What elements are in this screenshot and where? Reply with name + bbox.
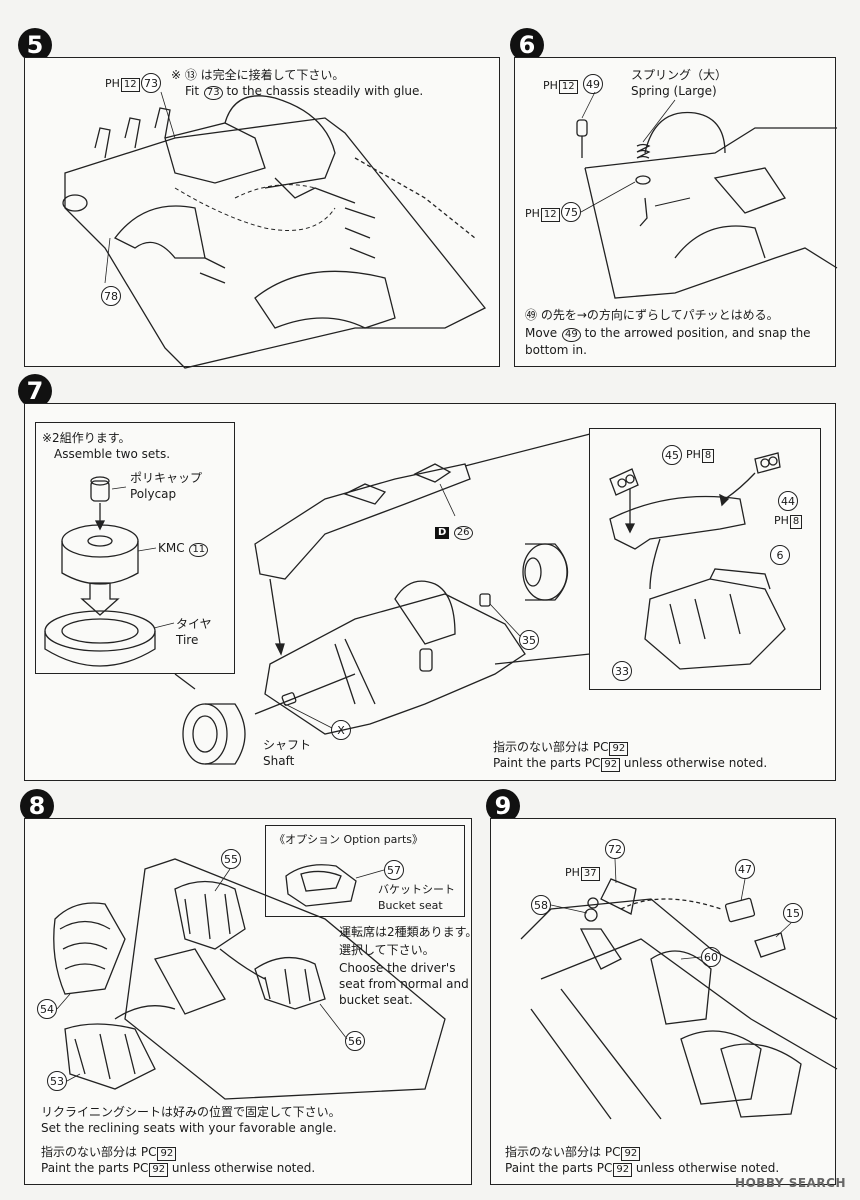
step-8-bucket-seat-drawing [285, 864, 385, 907]
step-8-part-55: 55 [221, 849, 241, 869]
step-7-polycap-en: Polycap [130, 487, 177, 501]
step-8-option-title: 《オプション Option parts》 [274, 833, 423, 846]
step-7-kmc-label: KMC 11 [158, 541, 209, 557]
step-7-shaft-jp: シャフト [263, 738, 312, 752]
step-9-part-47: 47 [735, 859, 755, 879]
step-7-tire-jp: タイヤ [176, 617, 212, 631]
step-7-part-44: 44 [778, 491, 798, 511]
step-6-part-75: 75 [561, 202, 581, 222]
step-5-chassis-drawing [62, 91, 487, 369]
step-9-part-72: 72 [605, 839, 625, 859]
step-7-number: 7 [18, 374, 52, 408]
step-9-part-15: 15 [783, 903, 803, 923]
step-5-note-en: Fit 73 to the chassis steadily with glue… [185, 84, 424, 100]
step-7-part-33: 33 [612, 661, 632, 681]
step-9-part-58: 58 [531, 895, 551, 915]
step-6-spring-en: Spring (Large) [631, 84, 717, 98]
step-8-recline-en: Set the reclining seats with your favora… [41, 1121, 337, 1135]
step-6-part-49: 49 [583, 74, 603, 94]
step-7-wheel-subassembly-box: ※2組作ります。 Assemble two sets. ポリキャップ Polyc… [35, 422, 235, 674]
step-8-bucket-en: Bucket seat [378, 899, 443, 912]
step-7-wheel-drawing [44, 476, 175, 667]
step-5-number: 5 [18, 28, 52, 62]
step-7-part-d26: D 26 [435, 524, 473, 540]
step-8-recline-jp: リクライニングシートは好みの位置で固定して下さい。 [41, 1105, 341, 1119]
step-7-sets-jp: ※2組作ります。 [42, 431, 131, 445]
step-8-number: 8 [20, 789, 54, 823]
step-7-sets-en: Assemble two sets. [54, 447, 171, 461]
step-7-part-35: 35 [519, 630, 539, 650]
step-7-part-45: 45 [662, 445, 682, 465]
step-7-chassis-drawing [174, 433, 591, 765]
step-8-driver-en-1: Choose the driver's [339, 961, 456, 975]
step-6-spring-jp: スプリング（大） [631, 68, 728, 82]
step-8-interior-drawing [53, 858, 446, 1100]
step-7-shaft-en: Shaft [263, 754, 295, 768]
step-6-note-en-2: bottom in. [525, 343, 587, 357]
step-8-driver-jp-1: 運転席は2種類あります。 [339, 925, 478, 939]
step-6-number: 6 [510, 28, 544, 62]
step-7-panel: ※2組作ります。 Assemble two sets. ポリキャップ Polyc… [24, 403, 836, 781]
step-9-interior-drawing [520, 858, 838, 1120]
step-5-part-73: 73 [141, 73, 161, 93]
step-6-note-jp: ㊾ の先を→の方向にずらしてパチッとはめる。 [525, 308, 779, 322]
step-7-part-6: 6 [770, 545, 790, 565]
step-8-part-57: 57 [384, 860, 404, 880]
step-5-note-jp: ※ ⑬ は完全に接着して下さい。 [171, 68, 345, 82]
step-7-polycap-jp: ポリキャップ [130, 471, 203, 485]
step-8-driver-en-3: bucket seat. [339, 993, 413, 1007]
step-8-part-53: 53 [47, 1071, 67, 1091]
step-8-part-56: 56 [345, 1031, 365, 1051]
step-5-part-78: 78 [101, 286, 121, 306]
step-9-number: 9 [486, 789, 520, 823]
step-8-part-54: 54 [37, 999, 57, 1019]
step-8-option-box: 《オプション Option parts》 57 バケットシート Bucket s… [265, 825, 465, 917]
step-8-panel: 《オプション Option parts》 57 バケットシート Bucket s… [24, 818, 477, 1185]
step-8-driver-jp-2: 選択して下さい。 [339, 943, 435, 957]
step-6-note-en-1: Move 49 to the arrowed position, and sna… [525, 326, 811, 342]
watermark: HOBBY SEARCH [735, 1176, 846, 1190]
step-6-chassis-drawing [576, 91, 838, 299]
step-7-seat-drawing [609, 452, 786, 670]
step-7-tire-en: Tire [176, 633, 199, 647]
step-8-bucket-jp: バケットシート [378, 883, 455, 896]
